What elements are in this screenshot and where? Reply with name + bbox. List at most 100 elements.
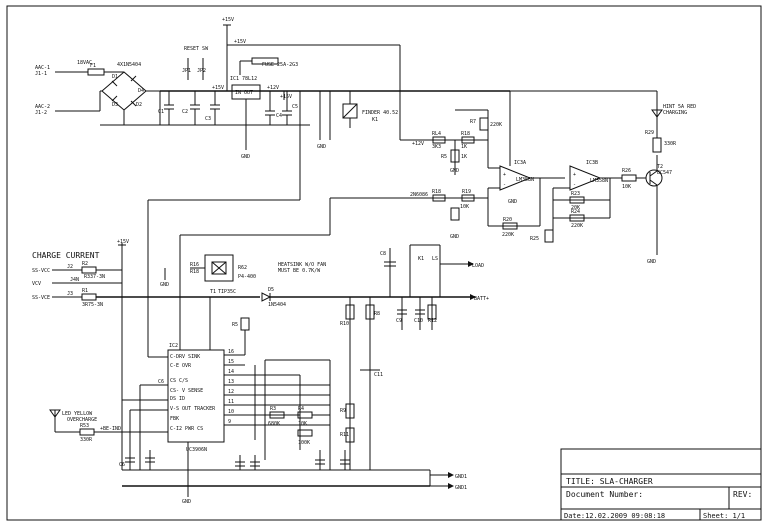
svg-text:18VAC: 18VAC xyxy=(77,60,92,66)
svg-text:JP2: JP2 xyxy=(197,68,206,74)
svg-text:IN OUT: IN OUT xyxy=(235,90,253,96)
svg-text:J2: J2 xyxy=(67,264,73,270)
svg-text:D4: D4 xyxy=(138,88,144,94)
svg-text:R3: R3 xyxy=(270,406,276,412)
svg-text:+15V: +15V xyxy=(280,94,292,100)
fuse-f1 xyxy=(87,68,105,76)
svg-text:15: 15 xyxy=(228,359,234,365)
svg-text:R5: R5 xyxy=(441,154,447,160)
svg-text:IC1 78L12: IC1 78L12 xyxy=(230,76,257,82)
svg-text:K1: K1 xyxy=(418,256,424,262)
svg-text:R337-3N: R337-3N xyxy=(84,274,105,280)
document-number-label: Document Number: xyxy=(566,490,643,499)
svg-text:-: - xyxy=(573,182,576,188)
svg-text:RESET SW: RESET SW xyxy=(184,46,209,52)
svg-text:11: 11 xyxy=(228,399,234,405)
svg-text:RL4: RL4 xyxy=(432,131,441,137)
svg-text:220K: 220K xyxy=(502,232,514,238)
gnd1-label-b: GND1 xyxy=(455,485,467,491)
charge-current-block: CHARGE CURRENT SS-VCC VCV SS-VCE R2 R337… xyxy=(32,251,210,308)
svg-text:1K: 1K xyxy=(461,144,467,150)
charge-current-label: CHARGE CURRENT xyxy=(32,251,100,260)
svg-text:GND: GND xyxy=(241,154,250,160)
opamp-ic3a: + - IC3A LM358N R20 220K GND xyxy=(487,110,565,238)
svg-text:GND: GND xyxy=(450,234,459,240)
svg-text:BC547: BC547 xyxy=(657,170,672,176)
svg-text:+12V: +12V xyxy=(267,85,279,91)
divider-network: RL4 3K3 R18 1K R7 220K R5 1K GND +12V R1… xyxy=(330,109,502,240)
svg-text:330R: 330R xyxy=(80,437,93,443)
svg-text:CHARGING: CHARGING xyxy=(663,110,687,116)
power-transistor-t1: T1 TIP35C R62 P4-400 HEATSINK W/O FAN MU… xyxy=(160,254,326,295)
svg-text:3K3: 3K3 xyxy=(432,144,441,150)
svg-text:R5: R5 xyxy=(232,322,238,328)
svg-text:R20: R20 xyxy=(503,217,512,223)
svg-text:220K: 220K xyxy=(490,122,502,128)
svg-text:J1-2: J1-2 xyxy=(35,110,47,116)
svg-text:20K: 20K xyxy=(571,205,580,211)
svg-text:R53: R53 xyxy=(80,423,89,429)
svg-text:C6: C6 xyxy=(158,379,164,385)
svg-text:J4N: J4N xyxy=(70,277,79,283)
sheet-border xyxy=(6,5,762,521)
svg-text:14: 14 xyxy=(228,369,234,375)
svg-text:C3: C3 xyxy=(205,116,211,122)
svg-text:LED YELLOW: LED YELLOW xyxy=(62,411,93,417)
svg-text:SS-VCE: SS-VCE xyxy=(32,295,50,301)
svg-text:UC3906N: UC3906N xyxy=(186,447,207,453)
svg-text:TIP35C: TIP35C xyxy=(218,289,236,295)
svg-text:+15V: +15V xyxy=(117,239,129,245)
svg-text:C1: C1 xyxy=(158,109,164,115)
svg-text:GND: GND xyxy=(647,259,656,265)
svg-text:F1: F1 xyxy=(90,63,96,69)
svg-text:GND: GND xyxy=(317,144,326,150)
svg-text:10: 10 xyxy=(228,409,234,415)
svg-text:-: - xyxy=(503,182,506,188)
svg-text:13: 13 xyxy=(228,379,234,385)
svg-text:+15V: +15V xyxy=(234,39,246,45)
svg-text:J1-1: J1-1 xyxy=(35,71,47,77)
svg-text:GND: GND xyxy=(160,282,169,288)
svg-text:AAC-2: AAC-2 xyxy=(35,104,50,110)
bottom-capacitors: C6 xyxy=(119,450,350,470)
svg-text:1N5404: 1N5404 xyxy=(268,302,286,308)
svg-text:C5: C5 xyxy=(292,104,298,110)
sheet-text: Sheet: 1/1 xyxy=(703,512,745,520)
svg-text:CS C/S: CS C/S xyxy=(170,378,188,384)
title-text: TITLE: SLA-CHARGER xyxy=(566,477,653,486)
svg-text:R16: R16 xyxy=(190,262,199,268)
svg-text:R62: R62 xyxy=(238,265,247,271)
svg-text:R18: R18 xyxy=(461,131,470,137)
ic2-feedback: R3 680K R4 10K 100K R5 xyxy=(232,317,331,470)
svg-text:10K: 10K xyxy=(460,204,469,210)
svg-text:R9: R9 xyxy=(340,408,346,414)
svg-text:R7: R7 xyxy=(470,119,476,125)
svg-text:HINT 5A RED: HINT 5A RED xyxy=(663,104,696,110)
svg-text:R29: R29 xyxy=(645,130,654,136)
svg-text:D2: D2 xyxy=(136,102,142,108)
svg-text:R11: R11 xyxy=(340,432,349,438)
relay-k1: FINDER 40.52 K1 GND xyxy=(317,91,398,150)
ac-input-section: AAC-1 J1-1 AAC-2 J1-2 18VAC F1 4X1N5404 … xyxy=(35,60,161,126)
transistor-t2: T2 BC547 GND R29 330R HINT 5A RED CHARGI… xyxy=(510,90,696,265)
svg-text:GND: GND xyxy=(508,199,517,205)
svg-text:IC3B: IC3B xyxy=(586,160,598,166)
svg-text:FBK: FBK xyxy=(170,416,179,422)
svg-text:FUSE 25A-2G3: FUSE 25A-2G3 xyxy=(262,62,298,68)
svg-text:C6: C6 xyxy=(119,462,125,468)
svg-text:MUST BE 0.7K/W: MUST BE 0.7K/W xyxy=(278,268,321,274)
supply-rails: +15V +15V FUSE 25A-2G3 xyxy=(160,17,510,141)
reset-switch[interactable]: RESET SW JP1 JP2 xyxy=(182,46,209,80)
svg-text:OVERCHARGE: OVERCHARGE xyxy=(67,417,97,423)
svg-text:J3: J3 xyxy=(67,291,73,297)
svg-text:1K: 1K xyxy=(461,154,467,160)
svg-text:JP1: JP1 xyxy=(182,68,191,74)
svg-text:12: 12 xyxy=(228,389,234,395)
svg-text:R18: R18 xyxy=(190,269,199,275)
svg-text:VCV: VCV xyxy=(32,281,41,287)
svg-text:HEATSINK W/O FAN: HEATSINK W/O FAN xyxy=(278,262,326,268)
svg-text:D3: D3 xyxy=(112,102,118,108)
svg-text:4X1N5404: 4X1N5404 xyxy=(117,62,141,68)
svg-text:R24: R24 xyxy=(571,209,580,215)
